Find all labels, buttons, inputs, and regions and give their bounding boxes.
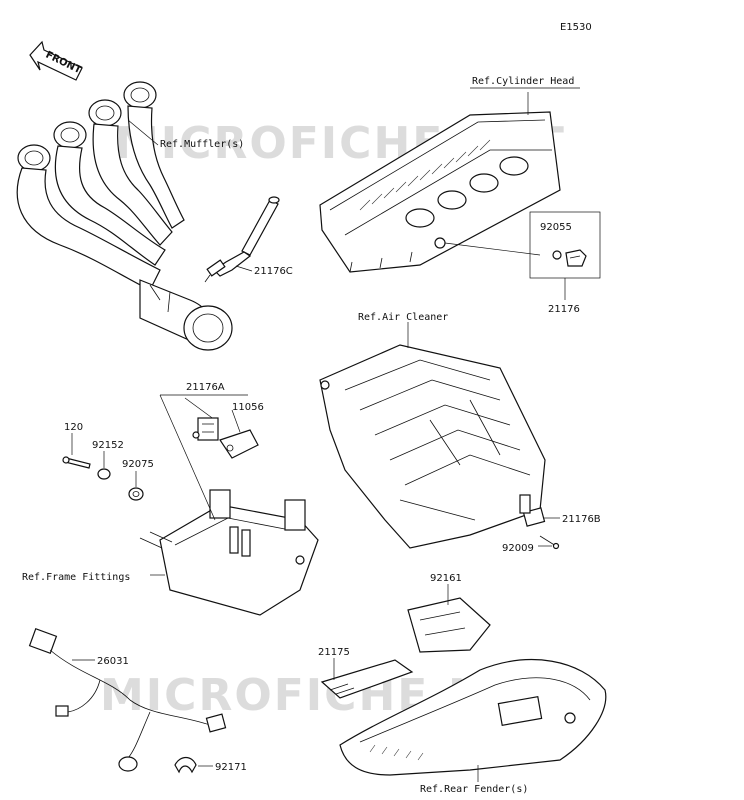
cylinder-head-illustration [319, 111, 561, 273]
temperature-sensor-21176 [552, 249, 587, 267]
air-cleaner-illustration [319, 344, 546, 549]
wiring-harness-26031 [28, 628, 227, 772]
part-21176c-label: 21176C [254, 266, 293, 277]
ref-frame-fittings-label: Ref.Frame Fittings [22, 572, 130, 583]
exhaust-header-illustration [16, 81, 233, 351]
diagram-code: E1530 [560, 22, 592, 33]
part-120-label: 120 [64, 422, 83, 433]
ecu-holder-92161 [407, 597, 491, 653]
front-arrow-icon: FRONT [29, 40, 83, 81]
grommet-92075 [128, 487, 144, 501]
clamp-92171 [174, 756, 197, 774]
part-92171-label: 92171 [215, 762, 247, 773]
part-92009-label: 92009 [502, 543, 534, 554]
part-11056-label: 11056 [232, 402, 264, 413]
bolt-120 [62, 456, 91, 469]
part-26031-label: 26031 [97, 656, 129, 667]
part-92152-label: 92152 [92, 440, 124, 451]
ecu-21175 [320, 659, 414, 699]
part-92161-label: 92161 [430, 573, 462, 584]
part-21176b-label: 21176B [562, 514, 601, 525]
intake-air-sensor-21176b [519, 494, 560, 550]
part-92075-label: 92075 [122, 459, 154, 470]
pressure-sensor-21176a [192, 417, 219, 441]
sensor-bracket-11056 [219, 429, 259, 459]
ref-mufflers-label: Ref.Muffler(s) [160, 139, 244, 150]
part-92055-label: 92055 [540, 222, 572, 233]
part-21176-label: 21176 [548, 304, 580, 315]
collar-92152 [97, 468, 111, 480]
rear-fender-illustration [339, 659, 607, 776]
part-21175-label: 21175 [318, 647, 350, 658]
oxygen-sensor-21176c [204, 196, 280, 283]
ref-cylinder-head-label: Ref.Cylinder Head [472, 76, 574, 87]
ref-air-cleaner-label: Ref.Air Cleaner [358, 312, 448, 323]
frame-fittings-bracket [139, 489, 319, 616]
ref-rear-fender-label: Ref.Rear Fender(s) [420, 784, 528, 795]
part-21176a-label: 21176A [186, 382, 225, 393]
